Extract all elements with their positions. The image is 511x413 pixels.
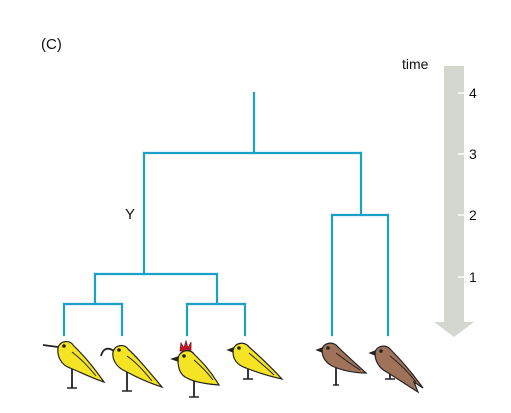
- node-label-y: Y: [125, 206, 135, 223]
- time-arrow-shaft: [444, 66, 464, 323]
- tree-branches: [62, 91, 390, 337]
- swallow-tailed-brown-bird-icon: [368, 345, 424, 394]
- perched-brown-bird-icon: [315, 342, 368, 386]
- short-billed-yellow-bird-icon: [226, 342, 284, 380]
- time-axis-title: time: [402, 56, 429, 72]
- time-tick-label-1: 1: [469, 269, 477, 285]
- curved-billed-yellow-bird-icon: [100, 345, 164, 392]
- long-billed-yellow-bird-icon: [42, 341, 106, 389]
- time-tick-label-4: 4: [469, 85, 477, 101]
- time-arrow-head: [434, 322, 474, 337]
- time-tick-label-2: 2: [469, 207, 477, 223]
- time-arrow: [434, 66, 474, 337]
- crested-yellow-bird-icon: [170, 339, 221, 398]
- panel-label: (C): [41, 36, 62, 53]
- time-tick-label-3: 3: [469, 146, 477, 162]
